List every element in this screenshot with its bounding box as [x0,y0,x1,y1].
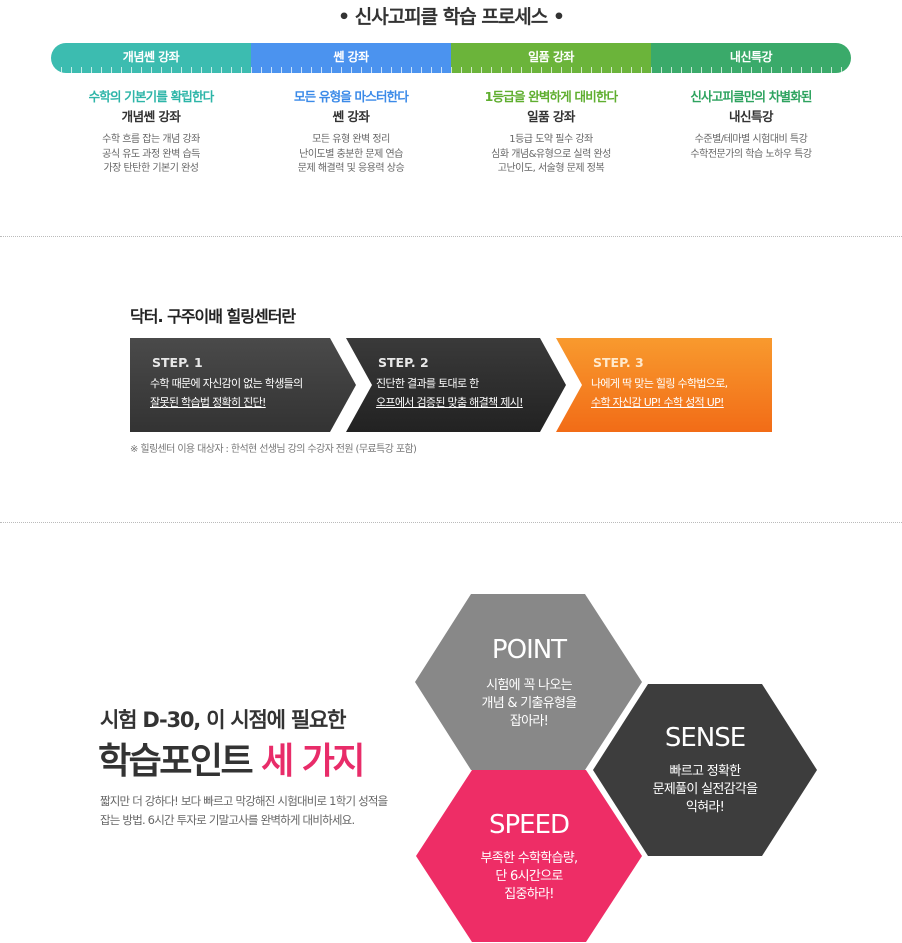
stage-line: 난이도별 충분한 문제 연습 [299,148,403,160]
bar-segment-ilpum: 일품 강좌 [451,43,651,73]
point-line: 잡아라! [510,714,548,729]
section-divider [0,522,902,523]
stage-line: 공식 유도 과정 완벽 습득 [102,148,200,160]
section-divider [0,236,902,237]
step-line: 진단한 결과를 토대로 한 [376,377,479,390]
bar-segment-label: 내신특강 [729,50,773,64]
stage-column-concept: 수학의 기본기를 확립한다 개념쎈 강좌 수학 흐름 잡는 개념 강좌 공식 유… [51,86,251,177]
stage-headline: 수학의 기본기를 확립한다 [88,89,215,104]
healing-steps: STEP. 1 수학 때문에 자신감이 없는 학생들의 잘못된 학습법 정확히 … [130,338,772,432]
speed-title: SPEED [489,810,569,840]
stage-subtitle: 내신특강 [728,109,774,124]
step-line-emphasis: 오프에서 검증된 맞춤 해결책 제시! [376,395,523,409]
step-3: STEP. 3 나에게 딱 맞는 힐링 수학법으로, 수학 자신감 UP! 수학… [571,338,771,432]
stage-line: 문제 해결력 및 응용력 상승 [297,163,405,174]
bar-segment-label: 쎈 강좌 [333,50,369,64]
sense-line: 빠르고 정확한 [670,764,742,779]
point-hexagon [415,594,642,770]
stage-column-ssen: 모든 유형을 마스터한다 쎈 강좌 모든 유형 완벽 정리 난이도별 충분한 문… [251,86,451,177]
points-heading-small: 시험 D-30, 이 시점에 필요한 [100,708,346,732]
step-line: 나에게 딱 맞는 힐링 수학법으로, [591,377,728,390]
stage-subtitle: 쎈 강좌 [332,109,370,124]
point-title: POINT [492,635,567,665]
point-line: 시험에 꼭 나오는 [486,678,572,693]
description-line: 짧지만 더 강하다! 보다 빠르고 막강해진 시험대비로 1학기 성적을 [100,794,388,808]
points-heading-big: 학습포인트 세 가지 [98,732,366,784]
sense-title: SENSE [665,723,745,753]
step-1-arrow [130,338,356,432]
bar-segment-ssen: 쎈 강좌 [251,43,451,73]
stage-headline: 신사고피클만의 차별화된 [690,89,812,104]
speed-line: 부족한 수학학습량, [481,851,578,866]
step-line-emphasis: 수학 자신감 UP! 수학 성적 UP! [591,395,724,409]
stage-headline: 1등급을 완벽하게 대비한다 [484,89,619,104]
bar-segment-concept: 개념쎈 강좌 [51,43,251,73]
stage-line: 수학 흐름 잡는 개념 강좌 [102,134,200,145]
healing-title: 닥터. 구주이배 힐링센터란 [130,307,296,326]
stage-headline: 모든 유형을 마스터한다 [293,89,409,104]
bar-segment-naesin: 내신특강 [651,43,851,73]
speed-hexagon [416,770,642,942]
step-3-arrow [556,338,772,432]
sense-hexagon [593,684,817,856]
stage-line: 모든 유형 완벽 정리 [312,134,390,145]
point-line: 개념 & 기출유형을 [481,696,577,711]
points-heading-main: 학습포인트 [98,741,254,782]
process-bar: 개념쎈 강좌 쎈 강좌 일품 강좌 내신특강 [51,43,851,73]
stage-column-ilpum: 1등급을 완벽하게 대비한다 일품 강좌 1등급 도약 필수 강좌 심화 개념&… [451,86,651,177]
step-line-emphasis: 잘못된 학습법 정확히 진단! [150,395,266,409]
speed-line: 집중하라! [504,887,554,902]
healing-note: ※ 힐링센터 이용 대상자 : 한석현 선생님 강의 수강자 전원 (무료특강 … [130,444,417,455]
stage-line: 심화 개념&유형으로 실력 완성 [491,148,611,160]
stage-line: 고난이도, 서술형 문제 정복 [497,163,605,174]
process-title: • 신사고피클 학습 프로세스 • [337,6,565,28]
points-heading-accent: 세 가지 [261,741,365,782]
stage-subtitle: 일품 강좌 [527,109,575,124]
stage-column-naesin: 신사고피클만의 차별화된 내신특강 수준별/테마별 시험대비 특강 수학전문가의… [651,86,851,162]
step-1: STEP. 1 수학 때문에 자신감이 없는 학생들의 잘못된 학습법 정확히 … [130,338,350,432]
sense-line: 문제풀이 실전감각을 [653,782,759,797]
bar-segment-label: 개념쎈 강좌 [122,50,180,64]
description-line: 잡는 방법. 6시간 투자로 기말고사를 완벽하게 대비하세요. [100,813,355,827]
step-arrows-graphic [130,338,772,432]
step-label: STEP. 2 [378,355,429,370]
stage-line: 수준별/테마별 시험대비 특강 [694,134,808,145]
step-2-arrow [346,338,566,432]
sense-line: 익혀라! [686,800,724,815]
step-label: STEP. 1 [152,355,203,370]
step-2: STEP. 2 진단한 결과를 토대로 한 오프에서 검증된 맞춤 해결책 제시… [356,338,556,432]
stage-subtitle: 개념쎈 강좌 [121,109,181,124]
step-label: STEP. 3 [593,355,644,370]
hexagon-graphic: POINT 시험에 꼭 나오는 개념 & 기출유형을 잡아라! SENSE 빠르… [415,594,817,942]
stage-line: 수학전문가의 학습 노하우 특강 [690,148,812,160]
bar-segment-label: 일품 강좌 [528,50,574,64]
speed-line: 단 6시간으로 [495,869,563,884]
stage-line: 가장 탄탄한 기본기 완성 [103,163,199,174]
stage-line: 1등급 도약 필수 강좌 [509,134,593,145]
step-line: 수학 때문에 자신감이 없는 학생들의 [150,377,303,390]
points-description: 짧지만 더 강하다! 보다 빠르고 막강해진 시험대비로 1학기 성적을 잡는 … [100,792,388,830]
